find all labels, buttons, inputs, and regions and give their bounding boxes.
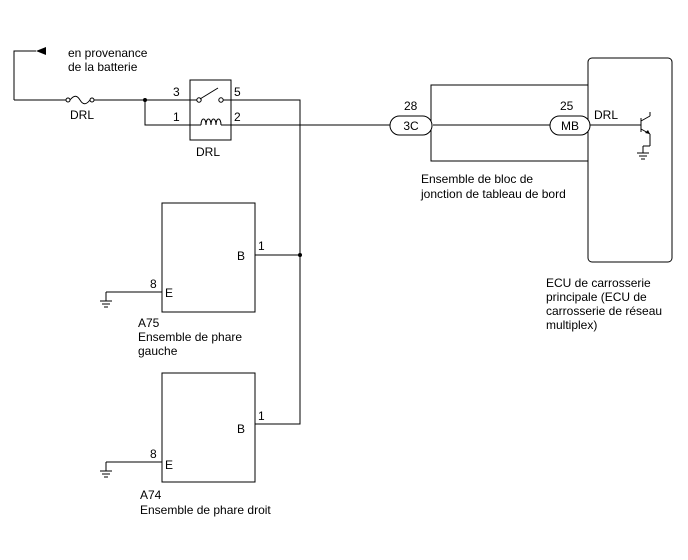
junction-dot <box>298 253 302 257</box>
relay-drl: 3 5 1 2 DRL <box>173 79 241 159</box>
wire-to-relay-pin1 <box>144 100 190 126</box>
ecu-label-line1: ECU de carrosserie <box>546 276 651 290</box>
headlamp-left-pin-e-num: 8 <box>150 277 157 291</box>
ecu-terminal-drl: DRL <box>594 108 618 122</box>
headlamp-left: B 1 E 8 A75 Ensemble de phare gauche <box>100 202 265 358</box>
connector-3c-label: 3C <box>403 119 419 133</box>
junction-block: 3C 28 Ensemble de bloc de jonction de ta… <box>389 84 589 201</box>
coil-icon <box>200 118 222 126</box>
relay-box <box>189 79 232 141</box>
arrow-left-icon <box>36 47 46 55</box>
headlamp-left-code: A75 <box>138 316 160 330</box>
relay-pin-5: 5 <box>234 85 241 99</box>
relay-contact-right <box>218 97 224 103</box>
connector-3c <box>389 115 433 136</box>
junction-label-line2: jonction de tableau de bord <box>420 187 566 201</box>
wire-relay-to-headlamps <box>231 99 301 425</box>
ground-icon <box>100 291 162 308</box>
ecu-pin-25: 25 <box>560 99 574 113</box>
relay-pin-3: 3 <box>173 85 180 99</box>
emitter-arrow-icon <box>645 130 650 134</box>
relay-pin-1: 1 <box>173 110 180 124</box>
transistor-collector <box>640 115 651 122</box>
junction-pin-28: 28 <box>404 99 418 113</box>
headlamp-left-box <box>161 202 256 313</box>
headlamp-left-pin-e: E <box>165 286 173 300</box>
switch-icon <box>199 87 219 100</box>
ground-icon <box>637 145 650 160</box>
relay-label: DRL <box>196 145 220 159</box>
headlamp-right-code: A74 <box>140 488 162 502</box>
headlamp-right-pin-e-num: 8 <box>150 447 157 461</box>
ground-icon <box>100 461 162 478</box>
headlamp-left-pin-b: B <box>237 249 245 263</box>
fuse-drl: DRL <box>14 95 145 122</box>
body-ecu: MB 25 DRL ECU de carrosserie principale … <box>546 57 673 332</box>
fuse-label: DRL <box>70 108 94 122</box>
ecu-label-line4: multiplex) <box>546 318 597 332</box>
fuse-terminal-right <box>89 97 95 103</box>
relay-pin-2: 2 <box>234 110 241 124</box>
junction-label-line1: Ensemble de bloc de <box>421 172 533 186</box>
headlamp-right-pin-e: E <box>165 458 173 472</box>
fuse-terminal-left <box>65 97 71 103</box>
source-label-line1: en provenance <box>68 46 148 60</box>
headlamp-left-pin-b-num: 1 <box>258 239 265 253</box>
headlamp-right: B 1 E 8 A74 Ensemble de phare droit <box>100 372 271 517</box>
battery-feed-wire <box>13 50 36 100</box>
battery-source: en provenance de la batterie <box>13 46 148 100</box>
headlamp-left-line1: Ensemble de phare <box>138 330 242 344</box>
connector-mb-label: MB <box>561 119 579 133</box>
headlamp-left-line2: gauche <box>138 344 178 358</box>
headlamp-right-pin-b: B <box>237 422 245 436</box>
headlamp-right-pin-b-num: 1 <box>258 409 265 423</box>
ecu-label-line3: carrosserie de réseau <box>546 304 662 318</box>
transistor-icon <box>590 112 651 146</box>
source-label-line2: de la batterie <box>68 60 138 74</box>
fuse-icon <box>69 95 91 105</box>
headlamp-right-line1: Ensemble de phare droit <box>140 503 271 517</box>
headlamp-right-box <box>161 372 256 483</box>
body-ecu-box <box>587 57 673 263</box>
ecu-label-line2: principale (ECU de <box>546 290 647 304</box>
